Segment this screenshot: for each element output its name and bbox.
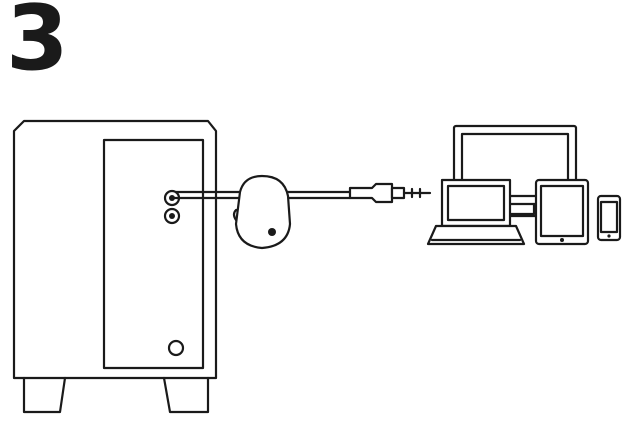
laptop-icon — [426, 178, 526, 246]
tablet-icon — [534, 178, 590, 246]
speaker-pod-icon — [232, 174, 292, 250]
subwoofer-icon — [12, 119, 218, 414]
phone-icon — [596, 194, 622, 242]
audio-cable-icon — [170, 182, 432, 204]
step-number: 3 — [6, 0, 69, 91]
